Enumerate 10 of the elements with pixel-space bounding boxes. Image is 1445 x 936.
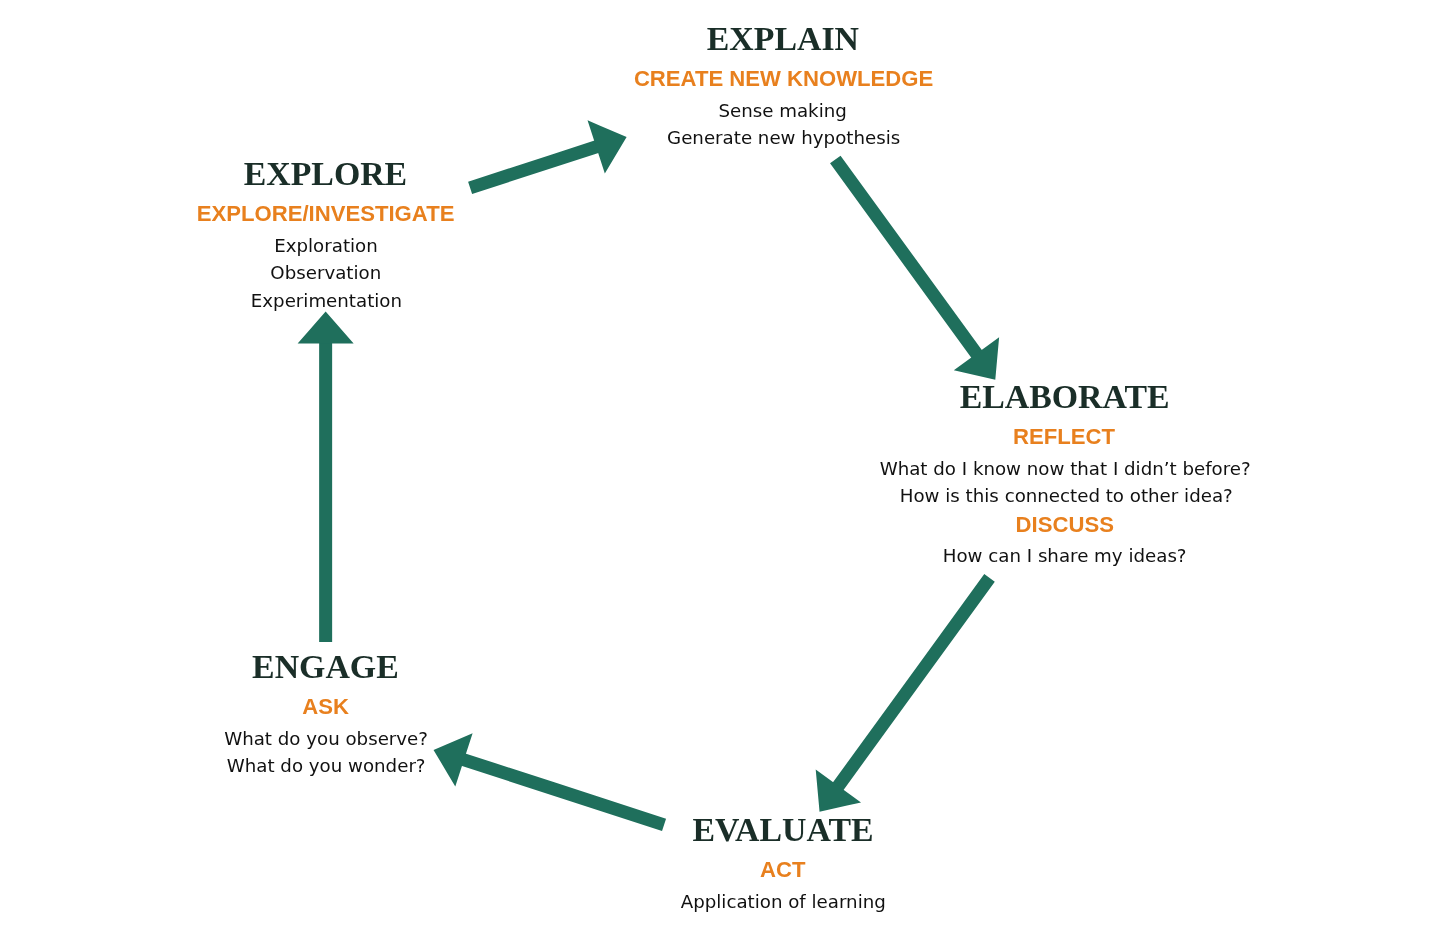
arrow: [467, 120, 627, 195]
arrow: [297, 311, 354, 642]
node-text: ENGAGE ASK What do you observe? What do you wonder?: [223, 648, 428, 777]
arrow: [829, 155, 999, 380]
node-text: EVALUATE ACT Application of learning: [680, 810, 886, 912]
arrow: [815, 574, 995, 812]
node-text: EXPLORE EXPLORE/INVESTIGATE Exploration Observation Experimentation: [196, 155, 454, 311]
node-text: EXPLAIN CREATE NEW KNOWLEDGE Sense making Generate new hypothesis: [633, 19, 933, 148]
node-text: ELABORATE REFLECT What do I know now that I didn’t before? How is this connected to other idea? DISCUSS How can I share my ideas?: [879, 378, 1251, 567]
arrow: [433, 733, 666, 831]
